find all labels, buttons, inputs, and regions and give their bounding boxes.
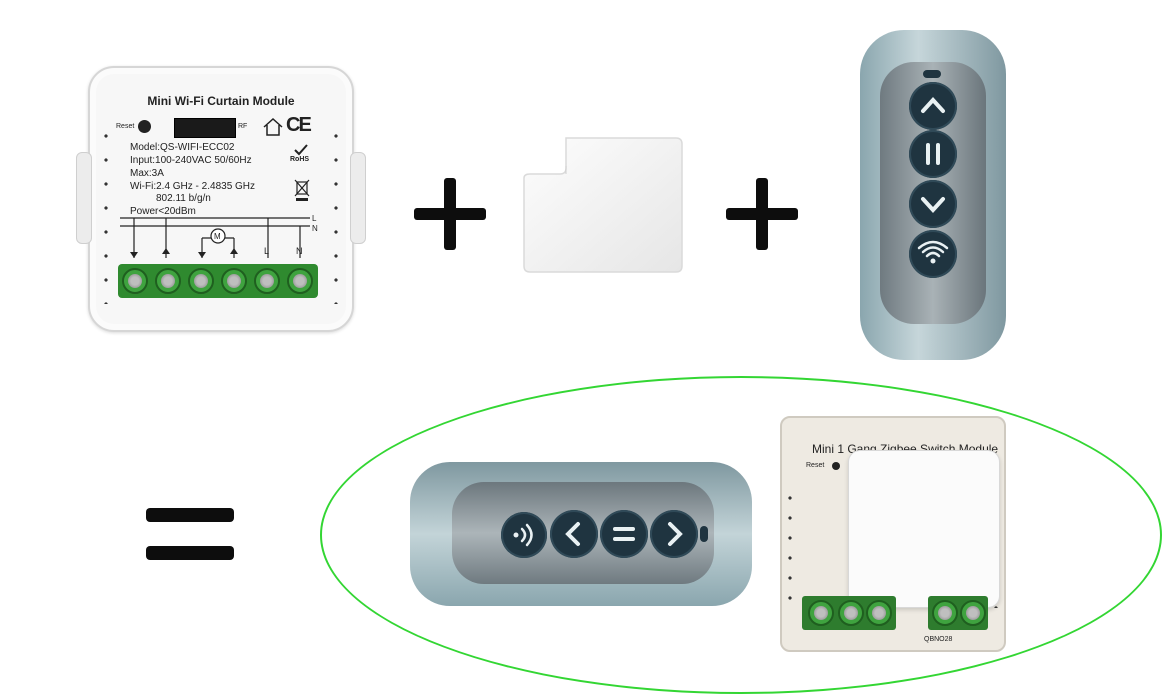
module-mounting-ear-left: [76, 152, 92, 244]
module-rf-window: [174, 118, 236, 138]
plus-sign-horizontal-bar: [726, 208, 798, 220]
spec-wifi: Wi-Fi:2.4 GHz - 2.4835 GHz: [130, 181, 256, 192]
ce-mark: CE: [286, 114, 312, 136]
terminal-screw: [838, 600, 864, 626]
spec-power: Power<20dBm: [130, 206, 196, 217]
wireless-icon: [917, 240, 949, 264]
plus-sign-horizontal-bar: [414, 208, 486, 220]
terminal-screw: [960, 600, 986, 626]
left-button[interactable]: [550, 510, 598, 558]
led-indicator-horizontal: [700, 526, 708, 542]
equals-bar-top: [146, 508, 234, 522]
module-vent-dots-left: [104, 124, 108, 304]
zigbee-reset-button[interactable]: [832, 462, 840, 470]
up-button[interactable]: [909, 82, 957, 130]
zigbee-terminal-block-right: [928, 596, 988, 630]
chevron-up-icon: [921, 97, 945, 113]
spec-input: Input:100-240VAC 50/60Hz: [130, 155, 252, 166]
led-indicator: [923, 70, 941, 78]
module-rf-label: RF: [238, 123, 248, 130]
terminal-screw: [287, 268, 313, 294]
wire-label-n: N: [312, 224, 318, 233]
result-highlight-ellipse: [320, 376, 1162, 694]
module-reset-button[interactable]: [138, 120, 151, 133]
terminal-label-n: N: [296, 246, 303, 256]
stop-button[interactable]: [909, 130, 957, 178]
terminal-screw: [155, 268, 181, 294]
terminal-block: [118, 264, 318, 298]
zigbee-vent-dots-left: [788, 488, 792, 608]
terminal-screw: [188, 268, 214, 294]
zigbee-terminal-block-left: [802, 596, 896, 630]
wireless-icon: [513, 523, 533, 547]
terminal-screw: [932, 600, 958, 626]
terminal-screw: [122, 268, 148, 294]
chevron-left-icon: [565, 522, 580, 546]
stop-button-horizontal[interactable]: [600, 510, 648, 558]
pause-icon: [926, 143, 940, 165]
weee-bin-icon: [294, 179, 310, 201]
equals-bar-bottom: [146, 546, 234, 560]
terminal-label-l: L: [264, 246, 270, 256]
wire-label-l: L: [312, 214, 317, 223]
down-button[interactable]: [909, 180, 957, 228]
right-button[interactable]: [650, 510, 698, 558]
motor-label: M: [214, 232, 221, 241]
wiring-diagram: [120, 217, 310, 258]
zigbee-module-cover: [848, 450, 1000, 608]
pairing-button[interactable]: [909, 230, 957, 278]
terminal-screw: [808, 600, 834, 626]
house-icon: [263, 117, 283, 136]
spec-max: Max:3A: [130, 168, 164, 179]
module-cover-piece: [523, 137, 683, 273]
spec-protocol: 802.11 b/g/n: [156, 193, 211, 204]
pairing-button-horizontal[interactable]: [501, 512, 547, 558]
chevron-right-icon: [668, 522, 683, 546]
zigbee-reset-label: Reset: [806, 462, 825, 469]
module-reset-label: Reset: [116, 123, 135, 130]
chevron-down-icon: [921, 197, 945, 213]
spec-model: Model:QS-WIFI-ECC02: [130, 142, 235, 153]
module-vent-dots-right: [334, 124, 338, 304]
module-title: Mini Wi-Fi Curtain Module: [147, 94, 295, 108]
terminal-screw: [866, 600, 892, 626]
rohs-check-icon: [294, 144, 308, 156]
zigbee-module-code: QBNO28: [924, 636, 953, 643]
module-mounting-ear-right: [350, 152, 366, 244]
terminal-screw: [221, 268, 247, 294]
rohs-label: RoHS: [290, 156, 310, 163]
terminal-screw: [254, 268, 280, 294]
pause-icon: [613, 527, 635, 541]
curtain-module: Mini Wi-Fi Curtain Module Reset RF CE Ro…: [76, 66, 366, 332]
